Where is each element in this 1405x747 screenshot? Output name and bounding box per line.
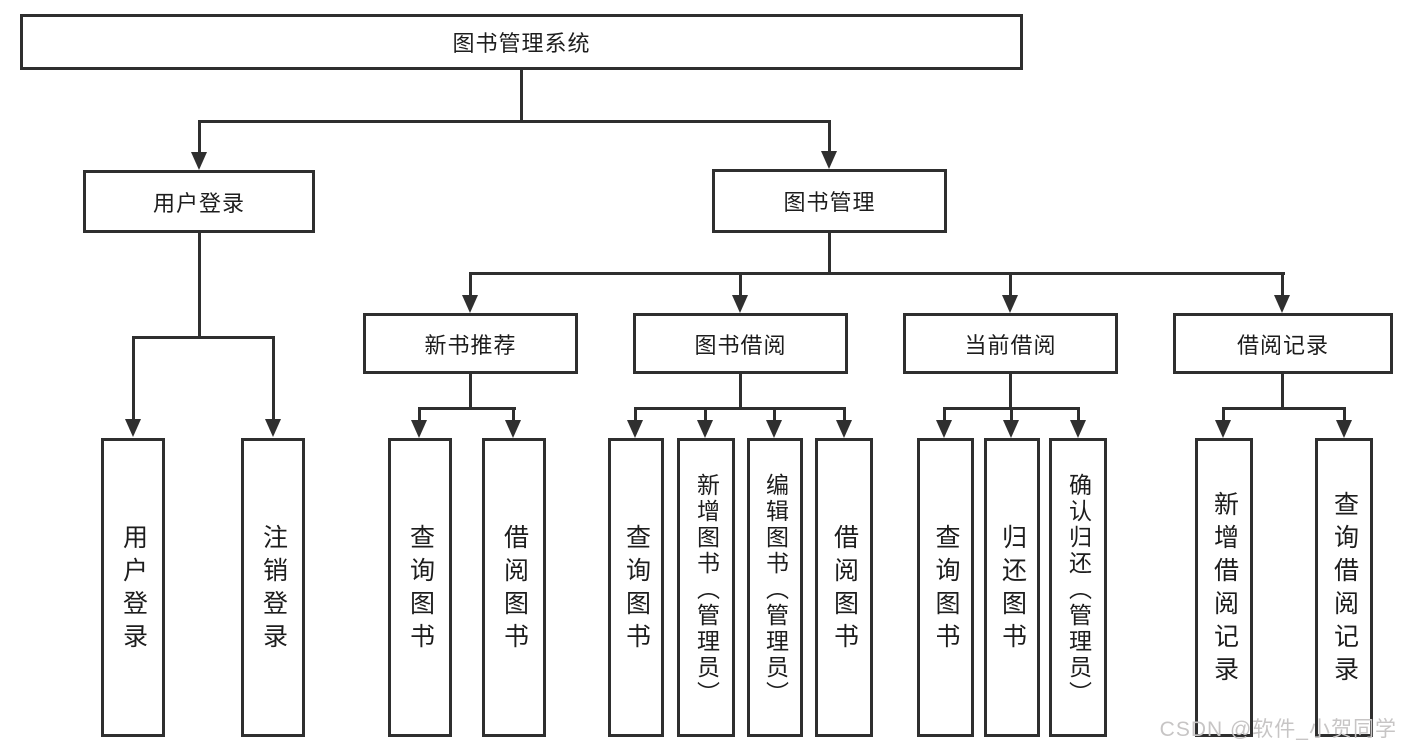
connector-rail <box>1222 407 1346 410</box>
connector-root-stem <box>520 70 523 120</box>
connector-shaft <box>1281 272 1284 295</box>
arrow-head-icon <box>836 420 852 438</box>
csdn-watermark: CSDN @软件_小贺同学 <box>1159 718 1397 741</box>
leaf-node-query-borrow-record: 查询借阅记录 <box>1315 438 1373 737</box>
arrow-head-icon <box>697 420 713 438</box>
connector-shaft <box>943 407 946 420</box>
connector-shaft <box>198 120 201 152</box>
connector-shaft <box>1343 407 1346 420</box>
arrow-head-icon <box>1003 420 1019 438</box>
leaf-node-add-borrow-record: 新增借阅记录 <box>1195 438 1253 737</box>
connector-shaft <box>739 272 742 295</box>
branch-node-borrow-record: 借阅记录 <box>1173 313 1393 374</box>
leaf-node-borrow-books: 借阅图书 <box>815 438 873 737</box>
connector-shaft <box>1222 407 1225 420</box>
arrow-head-icon <box>462 295 478 313</box>
branch-node-new-book-recommend: 新书推荐 <box>363 313 578 374</box>
leaf-node-return-books: 归还图书 <box>984 438 1040 737</box>
branch-node-current-borrow: 当前借阅 <box>903 313 1118 374</box>
arrow-head-icon <box>1002 295 1018 313</box>
connector-user-login-stem <box>198 232 201 336</box>
connector-shaft <box>272 336 275 419</box>
arrow-head-icon <box>766 420 782 438</box>
connector-stem <box>469 374 472 407</box>
connector-shaft <box>843 407 846 420</box>
arrow-head-icon <box>505 420 521 438</box>
connector-shaft <box>1077 407 1080 420</box>
connector-shaft <box>1009 272 1012 295</box>
connector-rail <box>634 407 846 410</box>
arrow-head-icon <box>265 419 281 437</box>
arrow-head-icon <box>125 419 141 437</box>
arrow-head-icon <box>1215 420 1231 438</box>
leaf-node-logout-login: 注销登录 <box>241 438 305 737</box>
connector-shaft <box>828 120 831 151</box>
arrow-head-icon <box>732 295 748 313</box>
connector-shaft <box>634 407 637 420</box>
connector-shaft <box>1010 407 1013 420</box>
arrow-head-icon <box>821 151 837 169</box>
leaf-node-add-books-admin: 新增图书（管理员） <box>677 438 735 737</box>
arrow-head-icon <box>1274 295 1290 313</box>
leaf-node-query-books-recommend: 查询图书 <box>388 438 452 737</box>
connector-level3-rail <box>469 272 1285 275</box>
connector-stem <box>1009 374 1012 407</box>
connector-book-mgmt-stem <box>828 233 831 272</box>
leaf-node-confirm-return-admin: 确认归还（管理员） <box>1049 438 1107 737</box>
connector-user-login-rail <box>132 336 274 339</box>
connector-shaft <box>469 272 472 295</box>
arrow-head-icon <box>191 152 207 170</box>
branch-node-user-login: 用户登录 <box>83 170 315 233</box>
connector-stem <box>739 374 742 407</box>
arrow-head-icon <box>1336 420 1352 438</box>
connector-shaft <box>132 336 135 419</box>
arrow-head-icon <box>627 420 643 438</box>
connector-level1-rail <box>198 120 830 123</box>
leaf-node-query-books-borrow: 查询图书 <box>608 438 664 737</box>
connector-stem <box>1281 374 1284 407</box>
branch-node-book-borrow: 图书借阅 <box>633 313 848 374</box>
arrow-head-icon <box>936 420 952 438</box>
connector-shaft <box>773 407 776 420</box>
root-node-library-management-system: 图书管理系统 <box>20 14 1023 70</box>
leaf-node-query-books-current: 查询图书 <box>917 438 974 737</box>
connector-shaft <box>418 407 421 420</box>
connector-shaft <box>512 407 515 420</box>
connector-shaft <box>704 407 707 420</box>
leaf-node-borrow-books-recommend: 借阅图书 <box>482 438 546 737</box>
branch-node-book-management: 图书管理 <box>712 169 947 233</box>
leaf-node-edit-books-admin: 编辑图书（管理员） <box>747 438 803 737</box>
arrow-head-icon <box>1070 420 1086 438</box>
leaf-node-user-login: 用户登录 <box>101 438 165 737</box>
connector-rail <box>418 407 516 410</box>
arrow-head-icon <box>411 420 427 438</box>
